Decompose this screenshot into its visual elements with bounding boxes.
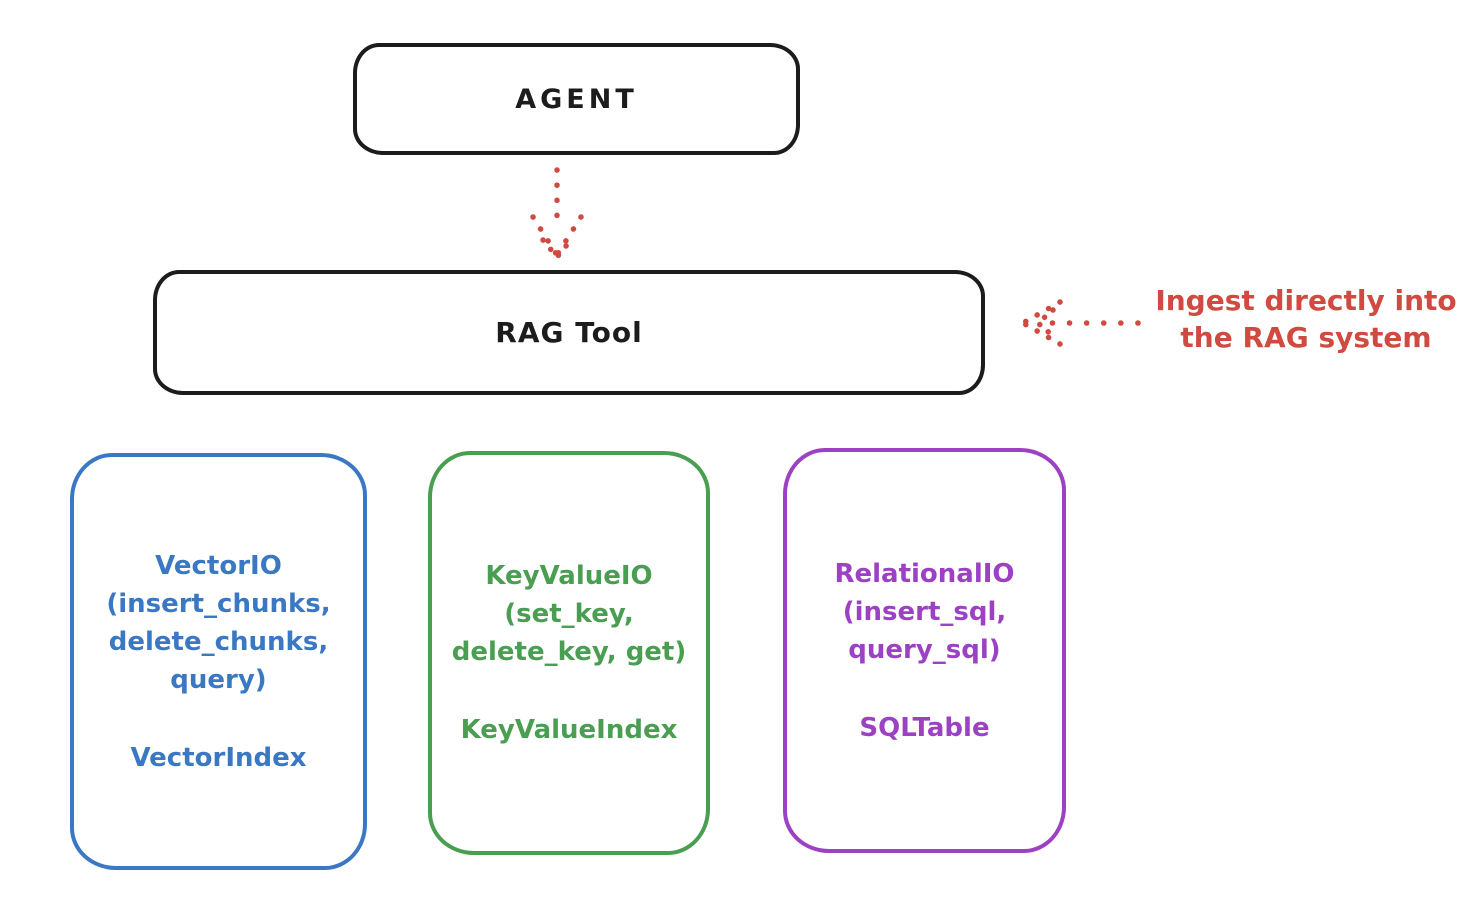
backend-line: delete_key, get) — [451, 637, 687, 667]
arrow-agent-to-ragtool-icon — [530, 167, 584, 262]
backend-node-keyvalueio: KeyValueIO (set_key, delete_key, get) Ke… — [428, 451, 710, 855]
ingest-annotation-line2: the RAG system — [1180, 321, 1432, 354]
rag-tool-label: RAG Tool — [495, 316, 643, 349]
backend-line: query) — [170, 664, 267, 695]
agent-label: AGENT — [515, 83, 638, 115]
backend-line: (insert_sql, — [842, 596, 1007, 627]
keyvalueio-methods: KeyValueIO (set_key, delete_key, get) — [452, 557, 687, 671]
arrow-annotation-to-ragtool-icon — [1020, 299, 1141, 347]
backend-line: (insert_chunks, — [106, 588, 331, 619]
backend-line: RelationalIO — [834, 558, 1015, 589]
backend-line: delete_chunks, — [108, 626, 329, 657]
ingest-annotation: Ingest directly into the RAG system — [1134, 282, 1478, 356]
agent-node: AGENT — [353, 43, 800, 155]
backend-line: KeyValueIO — [485, 561, 653, 591]
backend-line: VectorIO — [155, 550, 282, 581]
backend-line: query_sql) — [848, 634, 1001, 665]
rag-tool-node: RAG Tool — [153, 270, 985, 395]
vectorio-index-label: VectorIndex — [130, 742, 307, 773]
backend-line: (set_key, — [504, 599, 634, 629]
vectorio-methods: VectorIO (insert_chunks, delete_chunks, … — [106, 547, 330, 699]
ingest-annotation-line1: Ingest directly into — [1155, 284, 1457, 317]
backend-node-relationalio: RelationalIO (insert_sql, query_sql) SQL… — [783, 448, 1066, 853]
relationalio-index-label: SQLTable — [859, 712, 990, 743]
backend-node-vectorio: VectorIO (insert_chunks, delete_chunks, … — [70, 453, 367, 870]
relationalio-methods: RelationalIO (insert_sql, query_sql) — [834, 555, 1014, 669]
keyvalueio-index-label: KeyValueIndex — [460, 715, 678, 745]
